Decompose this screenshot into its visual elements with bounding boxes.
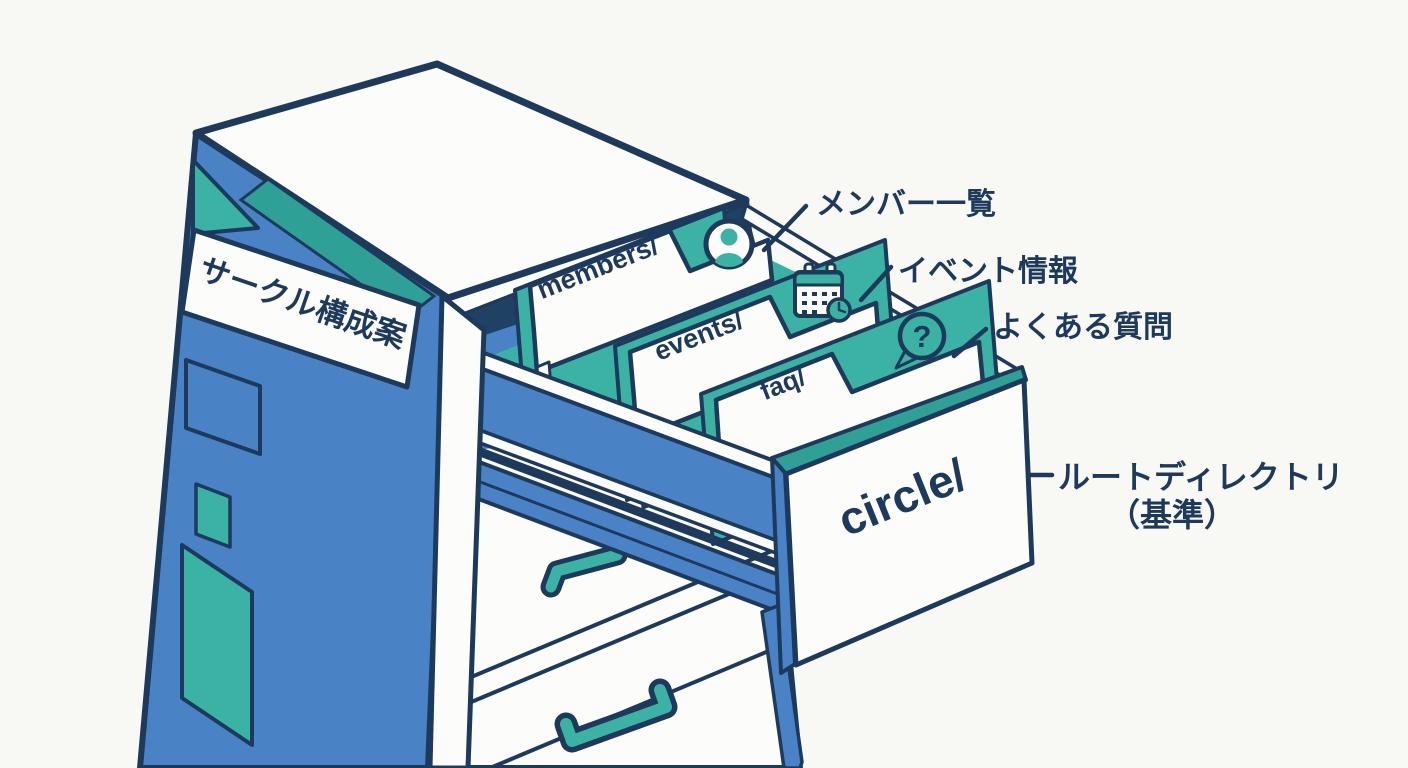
- drawer-front-face: [783, 377, 1035, 668]
- person-icon-body: [715, 253, 743, 267]
- leader-line-members: [761, 203, 809, 253]
- leader-line-events: [858, 264, 894, 303]
- drawer-side: [458, 342, 799, 621]
- annotation-members: メンバー一覧: [816, 188, 996, 221]
- drawer-slide-bar: [464, 441, 794, 575]
- open-drawer: members/ events/ faq/: [427, 203, 1035, 768]
- annotation-events: イベント情報: [898, 255, 1079, 288]
- cabinet-label-plaque: [179, 227, 422, 390]
- drawer-front-panel: circle/: [770, 365, 1035, 675]
- cabinet-top-face: [192, 60, 750, 302]
- drawer-handle-middle: [545, 549, 623, 593]
- leader-line-faq: [951, 326, 989, 359]
- calendar-icon: [793, 262, 852, 323]
- annotation-root-line2: （基準）: [1108, 497, 1236, 533]
- decor-parallelogram-small: [194, 482, 232, 549]
- annotations: メンバー一覧 イベント情報 よくある質問 ルートディレクトリ （基準）: [761, 188, 1344, 533]
- question-icon-glyph: ?: [913, 319, 932, 354]
- question-icon: ?: [894, 311, 947, 370]
- question-icon-bubble: [897, 311, 947, 361]
- drawer-underside-line: [466, 475, 797, 603]
- annotation-root-line1: ルートディレクトリ: [1058, 459, 1344, 495]
- annotation-faq: よくある質問: [993, 311, 1173, 344]
- person-icon: [703, 218, 755, 270]
- decor-triangle: [191, 158, 260, 236]
- calendar-header: [793, 271, 844, 287]
- drawer-handle-bottom: [560, 684, 672, 747]
- person-icon-head: [720, 228, 738, 246]
- decor-parallelogram-large: [180, 543, 254, 747]
- decor-parallelogram-outline: [184, 358, 262, 456]
- calendar-clock-hands: [837, 301, 847, 314]
- cabinet-front-edge: [427, 293, 487, 768]
